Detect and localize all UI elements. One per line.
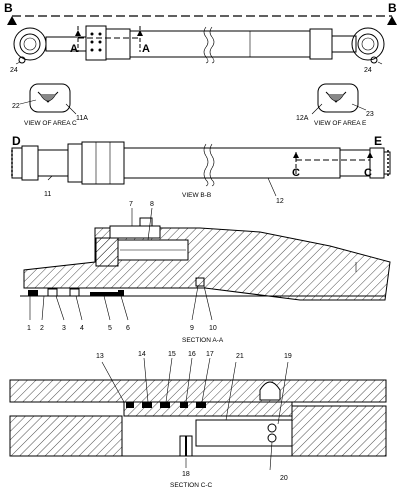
- section-letter-d: D: [12, 134, 21, 148]
- caption-view-area-e: VIEW OF AREA E: [314, 120, 367, 127]
- callout-11a: 11A: [76, 115, 88, 122]
- caption-section-aa: SECTION A-A: [182, 337, 224, 344]
- detail-area-c: [19, 83, 77, 115]
- arrow-bb-right: [387, 16, 397, 25]
- callout-13: 13: [96, 353, 104, 360]
- callout-14: 14: [138, 351, 146, 358]
- callout-12: 12: [276, 198, 284, 205]
- callout-24-left: 24: [10, 67, 18, 74]
- section-letter-a-left: A: [70, 43, 78, 55]
- callout-3: 3: [62, 325, 66, 332]
- section-cc: [9, 357, 387, 471]
- caption-view-area-c: VIEW OF AREA C: [24, 120, 77, 127]
- callout-23: 23: [366, 111, 374, 118]
- callout-19: 19: [284, 353, 292, 360]
- callout-24-right: 24: [364, 67, 372, 74]
- callout-4: 4: [80, 325, 84, 332]
- section-letter-c-right: C: [364, 167, 372, 179]
- callout-1: 1: [27, 325, 31, 332]
- callout-15: 15: [168, 351, 176, 358]
- barrel-bb: [123, 147, 341, 179]
- cylinder-barrel: [129, 30, 311, 58]
- piston-rod: [45, 36, 87, 52]
- view-bb: [11, 141, 391, 197]
- head-gland: [81, 141, 125, 185]
- section-letter-e: E: [374, 134, 382, 148]
- section-aa: [20, 207, 391, 321]
- rod-end-block: [85, 25, 107, 61]
- section-letter-a-right: A: [142, 43, 150, 55]
- section-letter-b-right: B: [388, 1, 397, 15]
- caption-section-cc: SECTION C-C: [170, 482, 213, 489]
- callout-22: 22: [12, 103, 20, 110]
- callout-9: 9: [190, 325, 194, 332]
- callout-7: 7: [129, 201, 133, 208]
- callout-8: 8: [150, 201, 154, 208]
- top-cylinder-view: [7, 15, 397, 65]
- detail-area-e: [311, 83, 367, 115]
- section-letter-c-left: C: [292, 167, 300, 179]
- arrow-bb-left: [7, 16, 17, 25]
- callout-11: 11: [44, 191, 51, 198]
- section-letter-b-left: B: [4, 1, 13, 15]
- callout-17: 17: [206, 351, 214, 358]
- callout-20: 20: [280, 475, 288, 482]
- callout-5: 5: [108, 325, 112, 332]
- callout-16: 16: [188, 351, 196, 358]
- callout-10: 10: [209, 325, 217, 332]
- callout-6: 6: [126, 325, 130, 332]
- callout-18: 18: [182, 471, 190, 478]
- callout-12a: 12A: [296, 115, 309, 122]
- callout-2: 2: [40, 325, 44, 332]
- caption-view-bb: VIEW B-B: [182, 192, 211, 199]
- callout-21: 21: [236, 353, 244, 360]
